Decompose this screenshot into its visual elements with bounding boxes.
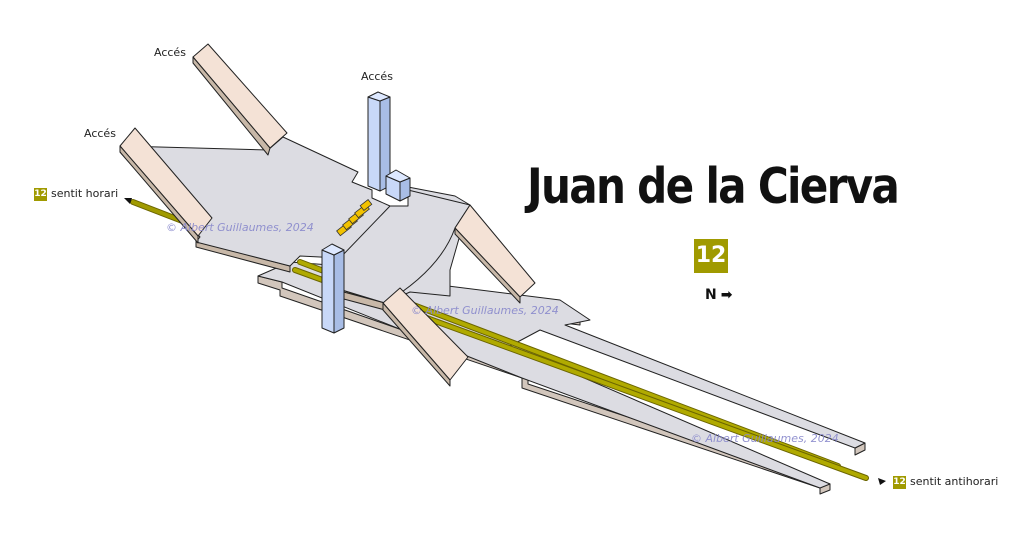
entrance-ramps: [119, 43, 469, 387]
station-title: Juan de la Cierva: [527, 158, 900, 215]
entrance-label-top: Accés: [154, 46, 186, 59]
arrow-counterclockwise-icon: [878, 478, 886, 485]
direction-counterclockwise: 12 sentit antihorari: [893, 475, 998, 489]
elevator-shaft-lower: [321, 249, 335, 334]
north-label: N: [705, 287, 717, 303]
arrow-clockwise-icon: [124, 198, 132, 204]
direction-line-badge: 12: [34, 187, 47, 201]
ramp-right: [454, 204, 536, 298]
entrance-label-elevator: Accés: [361, 70, 393, 83]
north-indicator: N➡: [705, 287, 732, 303]
direction-line-badge: 12: [893, 475, 906, 489]
fare-gates: [336, 198, 373, 237]
entrance-label-left: Accés: [84, 127, 116, 140]
line-12-badge: 12: [694, 239, 728, 273]
direction-counterclockwise-text: sentit antihorari: [910, 475, 999, 488]
direction-arrows: [124, 198, 886, 485]
direction-clockwise-text: sentit horari: [51, 187, 119, 200]
watermark: © Albert Guillaumes, 2024: [166, 221, 314, 234]
watermark: © Albert Guillaumes, 2024: [691, 432, 839, 445]
direction-clockwise: 12 sentit horari: [34, 187, 118, 201]
entrance-ramp-top: [192, 43, 288, 149]
north-arrow-icon: ➡: [720, 287, 733, 303]
watermark: © Albert Guillaumes, 2024: [411, 304, 559, 317]
elevator-shaft-top: [367, 96, 381, 192]
elevators: [321, 91, 411, 334]
